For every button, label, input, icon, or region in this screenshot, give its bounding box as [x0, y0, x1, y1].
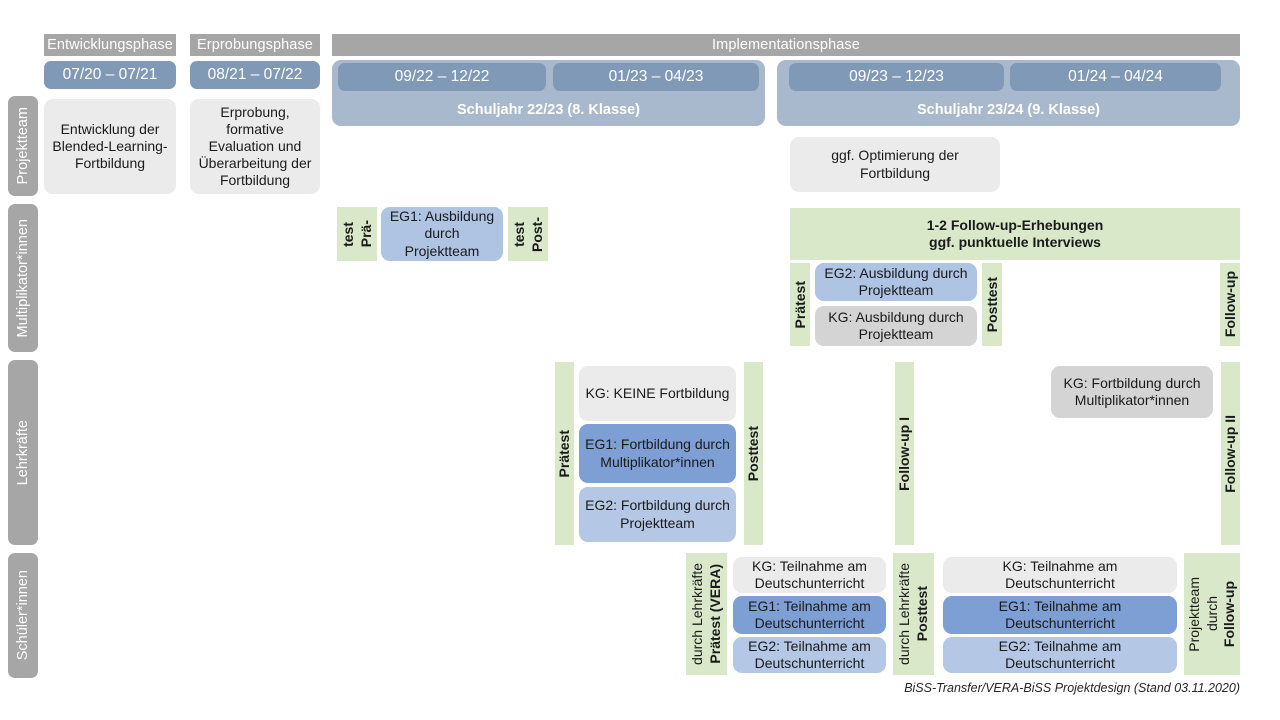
green-praetest-multiplikatoren: Prä- test	[337, 207, 377, 261]
card-label: EG2: Ausbildung durch Projektteam	[824, 264, 968, 298]
green-label: Follow-up	[1221, 271, 1238, 338]
banner-line2: ggf. punktuelle Interviews	[929, 234, 1101, 250]
green-posttest-multiplikatoren: Post- test	[508, 207, 548, 261]
card-label: KG: Teilnahme am Deutschunterricht	[752, 557, 867, 591]
school-year-label-2223-wrap: Schuljahr 22/23 (8. Klasse)	[332, 93, 765, 126]
card-label: KG: KEINE Fortbildung	[585, 384, 730, 401]
card-label: ggf. Optimierung der Fortbildung	[831, 147, 959, 181]
card-erprobung-evaluation: Erprobung, formative Evaluation und Über…	[190, 99, 320, 194]
green-label-regular-1: durch	[1203, 596, 1220, 632]
date-chip-label: 08/21 – 07/22	[207, 66, 303, 83]
green-followup-1-lehrkraefte: Follow-up I	[895, 362, 914, 545]
date-chip-0922-1222: 09/22 – 12/22	[338, 63, 546, 91]
green-label-bold: Prätest (VERA)	[707, 564, 723, 664]
green-label-line1: Post-	[528, 216, 545, 252]
card-label: Entwicklung der Blended-Learning-Fortbil…	[52, 120, 168, 172]
phase-header-erprobungsphase: Erprobungsphase	[190, 34, 320, 56]
card-eg1-teilnahme-deutschunterricht-right: EG1: Teilnahme am Deutschunterricht	[943, 596, 1177, 634]
phase-header-label: Entwicklungsphase	[47, 37, 173, 53]
card-eg2-fortbildung-projektteam: EG2: Fortbildung durch Projektteam	[579, 487, 736, 542]
card-ggf-optimierung: ggf. Optimierung der Fortbildung	[790, 137, 1000, 192]
green-label: Prätest	[791, 280, 808, 329]
date-chip-label: 09/23 – 12/23	[849, 68, 944, 85]
date-chip-0720-0721: 07/20 – 07/21	[44, 61, 176, 89]
card-eg2-ausbildung-projektteam: EG2: Ausbildung durch Projektteam	[815, 263, 977, 301]
rail-label: Projektteam	[15, 107, 31, 185]
green-label-regular-2: Projektteam	[1185, 576, 1202, 652]
green-posttest-schueler: Posttest durch Lehrkräfte	[893, 553, 934, 675]
card-label: EG1: Teilnahme am Deutschunterricht	[748, 597, 871, 631]
phase-header-implementationsphase: Implementationsphase	[332, 34, 1240, 56]
green-label-line2: test	[510, 221, 527, 247]
phase-header-label: Erprobungsphase	[197, 37, 313, 53]
card-kg-keine-fortbildung: KG: KEINE Fortbildung	[579, 366, 736, 421]
card-eg1-teilnahme-deutschunterricht-left: EG1: Teilnahme am Deutschunterricht	[733, 596, 886, 634]
rail-lehrkraefte: Lehrkräfte	[8, 360, 38, 545]
date-chip-label: 01/24 – 04/24	[1068, 68, 1163, 85]
green-followup-2-lehrkraefte: Follow-up II	[1221, 362, 1240, 545]
rail-label: Multiplikator*innen	[15, 218, 31, 338]
green-label: Posttest	[745, 425, 762, 482]
green-label: Posttest	[983, 276, 1000, 333]
phase-header-label: Implementationsphase	[712, 37, 860, 53]
green-posttest-lehrkraefte: Posttest	[744, 362, 763, 545]
card-label: EG1: Fortbildung durch Multiplikator*inn…	[585, 436, 730, 470]
date-chip-0821-0722: 08/21 – 07/22	[190, 61, 320, 89]
school-year-label: Schuljahr 22/23 (8. Klasse)	[457, 101, 640, 118]
card-label: EG2: Fortbildung durch Projektteam	[585, 497, 730, 531]
green-label-line2: test	[339, 221, 356, 247]
card-label: KG: Ausbildung durch Projektteam	[828, 308, 964, 342]
rail-multiplikatoren: Multiplikator*innen	[8, 204, 38, 352]
card-label: EG2: Teilnahme am Deutschunterricht	[998, 637, 1122, 671]
green-posttest-multiplikatoren-2: Posttest	[982, 263, 1002, 346]
card-eg1-fortbildung-multiplikatoren: EG1: Fortbildung durch Multiplikator*inn…	[579, 424, 736, 483]
phase-header-entwicklungsphase: Entwicklungsphase	[44, 34, 176, 56]
card-label: KG: Teilnahme am Deutschunterricht	[1002, 557, 1118, 591]
green-followup-multiplikatoren: Follow-up	[1220, 263, 1240, 346]
green-followup-schueler: Follow-up durch Projektteam	[1184, 553, 1240, 675]
school-year-label-2324-wrap: Schuljahr 23/24 (9. Klasse)	[777, 93, 1240, 126]
green-label-line1: Prä-	[357, 220, 374, 248]
green-label: Follow-up I	[896, 416, 913, 491]
date-chip-label: 07/20 – 07/21	[62, 66, 158, 83]
school-year-band-2324: 09/23 – 12/23 01/24 – 04/24 Schuljahr 23…	[777, 60, 1240, 126]
rail-label: Lehrkräfte	[15, 419, 31, 486]
card-label: Erprobung, formative Evaluation und Über…	[198, 103, 312, 189]
green-label: Prätest	[556, 429, 573, 478]
card-eg2-teilnahme-deutschunterricht-left: EG2: Teilnahme am Deutschunterricht	[733, 637, 886, 673]
green-praetest-vera-schueler: Prätest (VERA) durch Lehrkräfte	[686, 553, 727, 675]
green-praetest-lehrkraefte: Prätest	[555, 362, 574, 545]
date-chip-0923-1223: 09/23 – 12/23	[789, 63, 1004, 91]
green-label-bold: Posttest	[914, 586, 930, 642]
green-label-bold: Follow-up	[1221, 580, 1238, 648]
date-chip-label: 01/23 – 04/23	[608, 68, 704, 85]
rail-label: Schüler*innen	[15, 570, 31, 661]
card-label: EG2: Teilnahme am Deutschunterricht	[748, 637, 871, 671]
banner-line1: 1-2 Follow-up-Erhebungen	[926, 217, 1104, 234]
banner-followup-erhebungen: 1-2 Follow-up-Erhebungen ggf. punktuelle…	[790, 208, 1240, 260]
card-kg-fortbildung-multiplikatoren: KG: Fortbildung durch Multiplikator*inne…	[1051, 366, 1213, 418]
school-year-label: Schuljahr 23/24 (9. Klasse)	[917, 101, 1100, 118]
date-chip-0123-0423: 01/23 – 04/23	[553, 63, 759, 91]
rail-projektteam: Projektteam	[8, 96, 38, 196]
green-label-regular: durch Lehrkräfte	[896, 563, 913, 665]
date-chip-0124-0424: 01/24 – 04/24	[1010, 63, 1221, 91]
card-eg1-ausbildung-projektteam: EG1: Ausbildung durch Projektteam	[381, 207, 503, 261]
green-label: Follow-up II	[1222, 414, 1239, 493]
school-year-band-2223: 09/22 – 12/22 01/23 – 04/23 Schuljahr 22…	[332, 60, 765, 126]
date-chip-label: 09/22 – 12/22	[394, 68, 490, 85]
green-label-regular: durch Lehrkräfte	[689, 563, 706, 665]
footer-credit: BiSS-Transfer/VERA-BiSS Projektdesign (S…	[904, 681, 1240, 695]
card-kg-teilnahme-deutschunterricht-right: KG: Teilnahme am Deutschunterricht	[943, 557, 1177, 593]
card-kg-ausbildung-projektteam: KG: Ausbildung durch Projektteam	[815, 306, 977, 346]
green-praetest-multiplikatoren-2: Prätest	[790, 263, 810, 346]
card-label: EG1: Teilnahme am Deutschunterricht	[998, 597, 1122, 631]
card-kg-teilnahme-deutschunterricht-left: KG: Teilnahme am Deutschunterricht	[733, 557, 886, 593]
card-label: KG: Fortbildung durch Multiplikator*inne…	[1063, 374, 1201, 408]
card-label: EG1: Ausbildung durch Projektteam	[389, 208, 495, 259]
rail-schueler: Schüler*innen	[8, 553, 38, 678]
card-eg2-teilnahme-deutschunterricht-right: EG2: Teilnahme am Deutschunterricht	[943, 637, 1177, 673]
card-entwicklung-blended-learning: Entwicklung der Blended-Learning-Fortbil…	[44, 99, 176, 194]
